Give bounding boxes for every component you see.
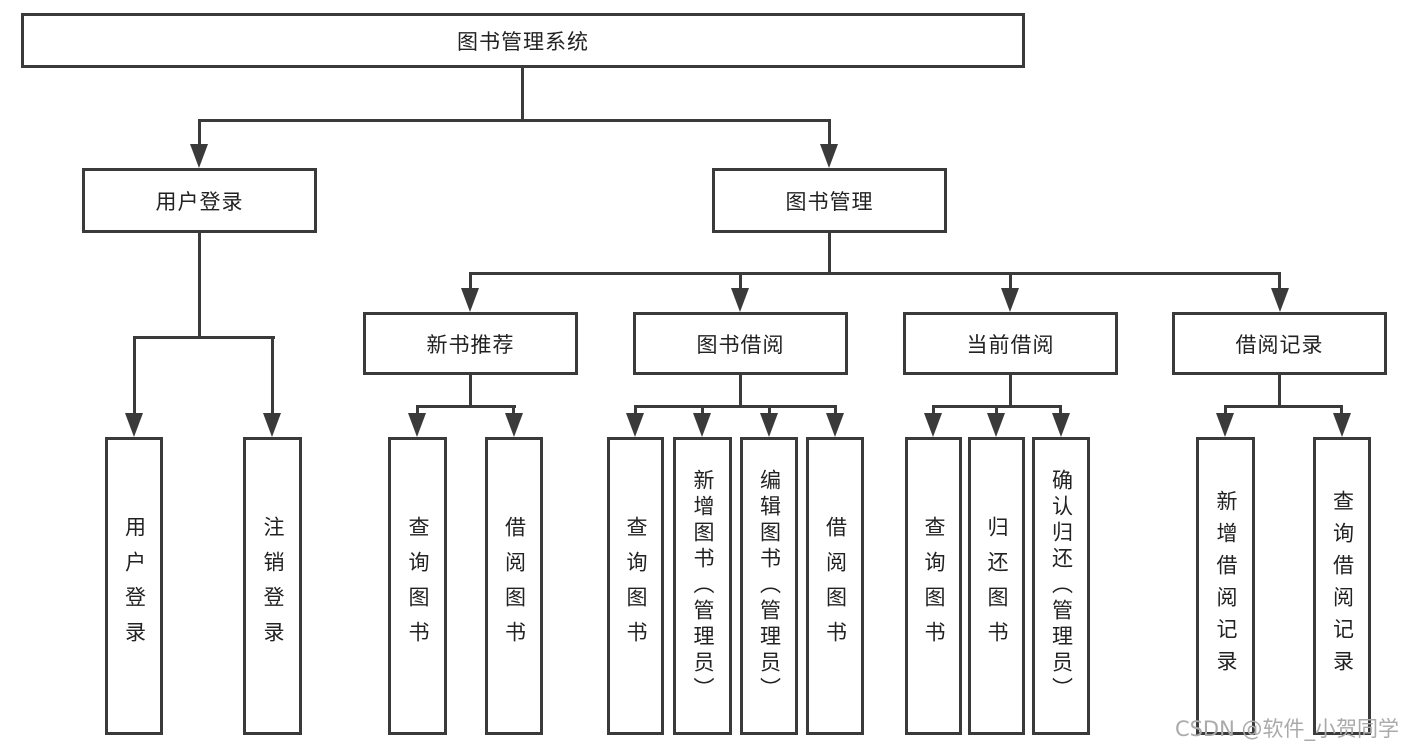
node-book-mgmt: 图书管理 bbox=[712, 168, 947, 233]
node-current-borrow: 当前借阅 bbox=[903, 312, 1118, 375]
connector-line bbox=[768, 405, 771, 417]
arrowhead-down-icon bbox=[1001, 288, 1019, 312]
connector-line bbox=[1278, 272, 1281, 290]
node-cb-return-book-label: 归还图书 bbox=[985, 516, 1009, 656]
connector-line bbox=[828, 119, 831, 149]
arrowhead-down-icon bbox=[263, 413, 281, 437]
node-leaf-logout-label: 注销登录 bbox=[261, 516, 285, 656]
node-br-add-record-label: 新增借阅记录 bbox=[1214, 490, 1238, 682]
connector-line bbox=[521, 66, 524, 122]
node-bb-borrow-book: 借阅图书 bbox=[806, 437, 864, 735]
arrowhead-down-icon bbox=[626, 413, 644, 437]
connector-line bbox=[739, 272, 742, 290]
connector-line bbox=[198, 231, 201, 338]
node-leaf-logout: 注销登录 bbox=[243, 437, 302, 735]
node-nb-query-book-label: 查询图书 bbox=[406, 516, 430, 656]
arrowhead-down-icon bbox=[987, 413, 1005, 437]
connector-line bbox=[469, 272, 472, 290]
arrowhead-down-icon bbox=[1216, 413, 1234, 437]
node-book-borrow: 图书借阅 bbox=[633, 312, 848, 375]
arrowhead-down-icon bbox=[1333, 413, 1351, 437]
node-nb-borrow-book: 借阅图书 bbox=[485, 437, 543, 735]
arrowhead-down-icon bbox=[693, 413, 711, 437]
connector-line bbox=[133, 336, 275, 339]
node-bb-edit-book: 编辑图书（管理员） bbox=[740, 437, 798, 735]
node-root: 图书管理系统 bbox=[21, 13, 1025, 68]
connector-line bbox=[1278, 373, 1281, 408]
connector-line bbox=[1009, 272, 1012, 290]
node-br-query-record-label: 查询借阅记录 bbox=[1330, 490, 1355, 682]
node-br-query-record: 查询借阅记录 bbox=[1313, 437, 1371, 735]
connector-line bbox=[834, 405, 837, 417]
node-borrow-record-label: 借阅记录 bbox=[1235, 332, 1324, 357]
node-book-borrow-label: 图书借阅 bbox=[696, 332, 785, 357]
arrowhead-down-icon bbox=[760, 413, 778, 437]
connector-line bbox=[416, 405, 419, 417]
node-borrow-record: 借阅记录 bbox=[1172, 312, 1387, 375]
arrowhead-down-icon bbox=[1052, 413, 1070, 437]
arrowhead-down-icon bbox=[820, 144, 838, 168]
node-bb-add-book-label: 新增图书（管理员） bbox=[691, 469, 715, 703]
connector-line bbox=[198, 119, 201, 149]
node-user-login: 用户登录 bbox=[82, 168, 317, 233]
connector-line bbox=[828, 231, 831, 274]
connector-line bbox=[469, 373, 472, 408]
csdn-watermark: CSDN @软件_小贺同学 bbox=[1174, 717, 1399, 741]
node-new-book-rec-label: 新书推荐 bbox=[426, 332, 515, 357]
node-nb-query-book: 查询图书 bbox=[388, 437, 447, 735]
arrowhead-down-icon bbox=[461, 288, 479, 312]
node-bb-query-book-label: 查询图书 bbox=[624, 516, 648, 656]
node-cb-query-book-label: 查询图书 bbox=[922, 516, 946, 656]
arrowhead-down-icon bbox=[924, 413, 942, 437]
connector-line bbox=[634, 405, 637, 417]
node-cb-query-book: 查询图书 bbox=[905, 437, 962, 735]
node-bb-edit-book-label: 编辑图书（管理员） bbox=[757, 469, 782, 703]
arrowhead-down-icon bbox=[125, 413, 143, 437]
arrowhead-down-icon bbox=[408, 413, 426, 437]
connector-line bbox=[995, 405, 998, 417]
arrowhead-down-icon bbox=[826, 413, 844, 437]
node-nb-borrow-book-label: 借阅图书 bbox=[502, 516, 527, 656]
node-book-mgmt-label: 图书管理 bbox=[785, 189, 874, 214]
node-root-label: 图书管理系统 bbox=[457, 29, 589, 54]
connector-line bbox=[1009, 373, 1012, 408]
connector-line bbox=[133, 336, 136, 415]
node-bb-borrow-book-label: 借阅图书 bbox=[823, 516, 848, 656]
arrowhead-down-icon bbox=[1271, 288, 1289, 312]
connector-line bbox=[1059, 405, 1062, 417]
node-br-add-record: 新增借阅记录 bbox=[1196, 437, 1255, 735]
node-current-borrow-label: 当前借阅 bbox=[966, 332, 1055, 357]
connector-line bbox=[416, 405, 516, 408]
connector-line bbox=[198, 119, 831, 122]
node-bb-query-book: 查询图书 bbox=[607, 437, 664, 735]
arrowhead-down-icon bbox=[190, 144, 208, 168]
connector-line bbox=[512, 405, 515, 417]
node-cb-confirm-return-label: 确认归还（管理员） bbox=[1049, 469, 1074, 703]
connector-line bbox=[1224, 405, 1343, 408]
arrowhead-down-icon bbox=[505, 413, 523, 437]
node-user-login-label: 用户登录 bbox=[155, 189, 244, 214]
connector-line bbox=[701, 405, 704, 417]
connector-line bbox=[271, 336, 274, 415]
node-leaf-user-login-label: 用户登录 bbox=[122, 516, 147, 656]
node-new-book-rec: 新书推荐 bbox=[363, 312, 578, 375]
node-leaf-user-login: 用户登录 bbox=[105, 437, 163, 735]
node-bb-add-book: 新增图书（管理员） bbox=[673, 437, 732, 735]
connector-line bbox=[1224, 405, 1227, 417]
node-cb-confirm-return: 确认归还（管理员） bbox=[1032, 437, 1090, 735]
node-cb-return-book: 归还图书 bbox=[968, 437, 1025, 735]
connector-line bbox=[469, 272, 1281, 275]
connector-line bbox=[739, 373, 742, 408]
arrowhead-down-icon bbox=[731, 288, 749, 312]
connector-line bbox=[634, 405, 836, 408]
connector-line bbox=[1340, 405, 1343, 417]
connector-line bbox=[932, 405, 935, 417]
